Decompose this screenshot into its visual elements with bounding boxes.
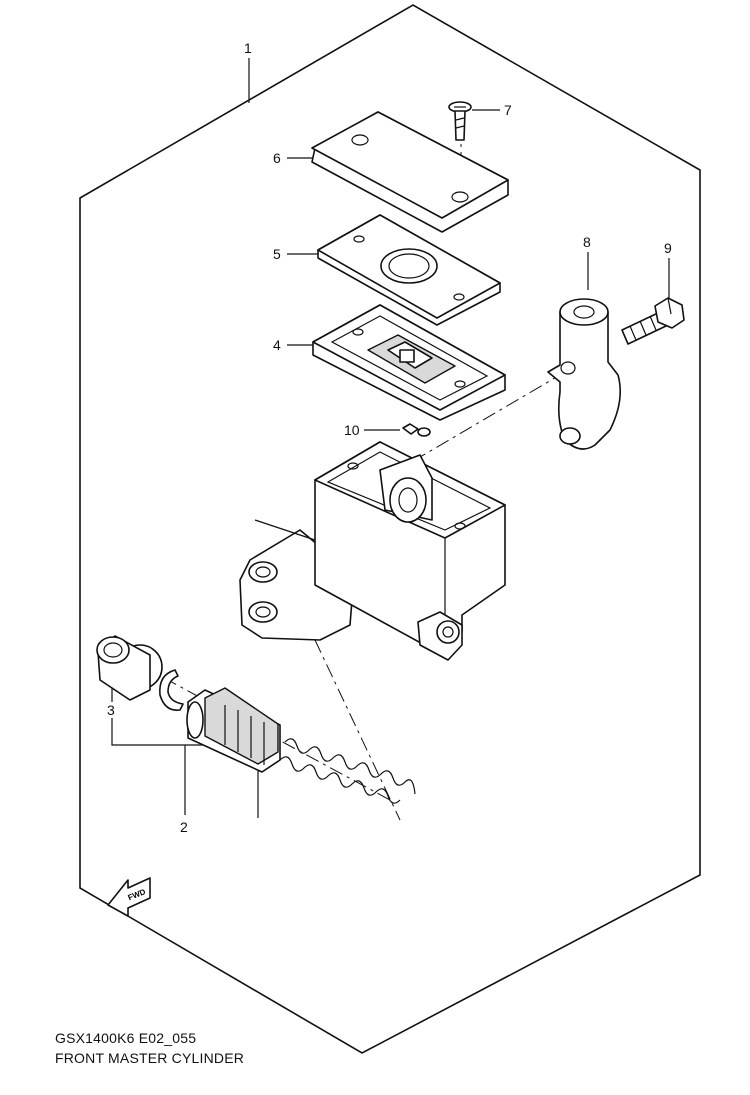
callout-5: 5 — [273, 246, 281, 262]
leader-lines — [111, 58, 670, 818]
part-9-bolt — [621, 297, 685, 345]
assembly-frame — [79, 4, 701, 1054]
callout-10: 10 — [344, 422, 360, 438]
part-4-diaphragm — [312, 304, 506, 421]
fwd-arrow-icon: FWD — [107, 877, 151, 917]
callout-1: 1 — [244, 40, 252, 56]
part-1-master-cylinder-body — [239, 441, 506, 661]
part-6-reservoir-cap — [311, 111, 509, 233]
callout-2: 2 — [180, 819, 188, 835]
part-2-piston-set — [186, 687, 281, 773]
circlip — [158, 669, 184, 712]
return-spring — [279, 738, 416, 804]
part-7-screw — [448, 101, 472, 141]
callout-numbers: 1 2 3 4 5 6 7 8 9 10 — [107, 40, 672, 835]
callout-6: 6 — [273, 150, 281, 166]
callout-9: 9 — [664, 240, 672, 256]
callout-3: 3 — [107, 702, 115, 718]
callout-8: 8 — [583, 234, 591, 250]
diagram-title: FRONT MASTER CYLINDER — [55, 1050, 245, 1066]
part-10-plate — [402, 423, 431, 437]
part-3-boot — [96, 635, 163, 701]
callout-4: 4 — [273, 337, 281, 353]
part-8-holder — [547, 298, 621, 450]
diagram-code: GSX1400K6 E02_055 — [55, 1030, 197, 1046]
part-5-diaphragm-plate — [317, 214, 501, 326]
callout-7: 7 — [504, 102, 512, 118]
